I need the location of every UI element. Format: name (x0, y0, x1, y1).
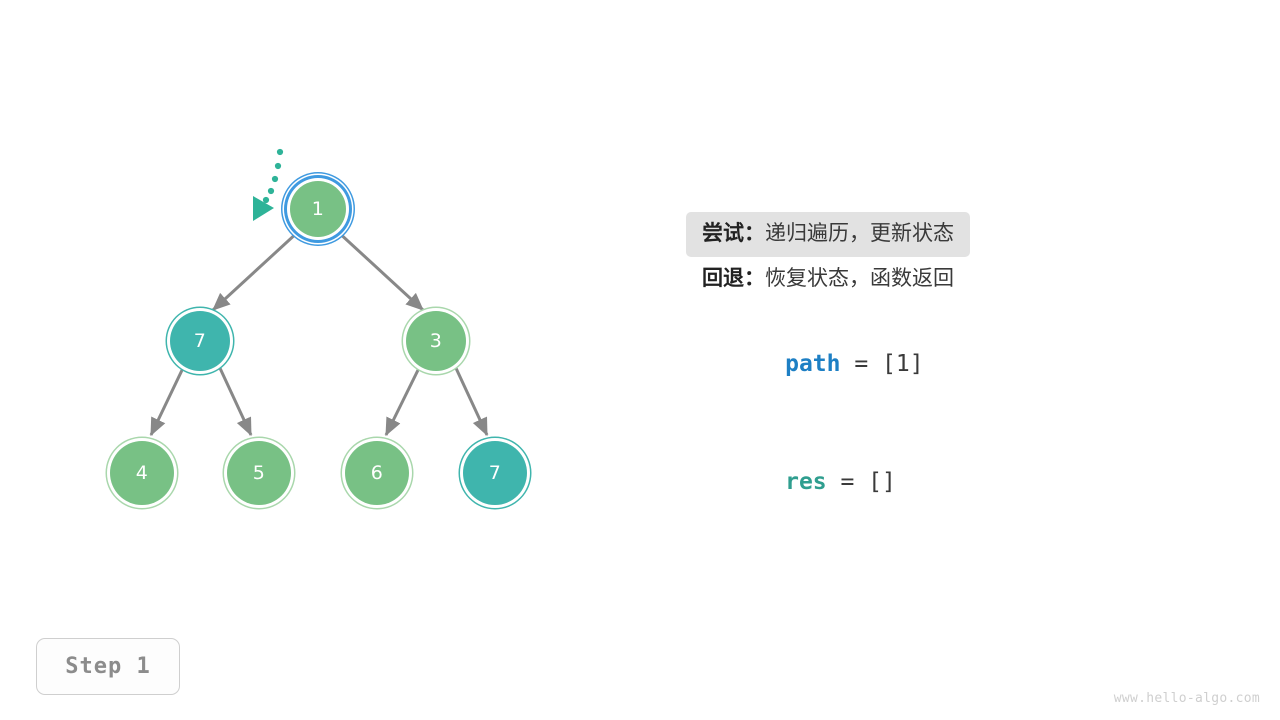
tree-node-label: 7 (488, 462, 502, 484)
watermark-text: www.hello-algo.com (1113, 691, 1260, 706)
tree-node-3[interactable]: 3 (406, 311, 466, 371)
tree-node-4[interactable]: 4 (110, 441, 174, 505)
edge-3-to-7right (453, 365, 489, 437)
tree-edges (149, 148, 489, 437)
edge-1-to-7left (211, 229, 301, 312)
back-line: 回退：恢复状态，函数返回 (686, 257, 970, 302)
edge-3-to-6 (384, 365, 422, 437)
tree-node-label: 7 (193, 330, 207, 352)
back-text: 恢复状态，函数返回 (765, 266, 954, 290)
path-value: = [1] (840, 351, 924, 377)
path-variable: path (785, 351, 841, 377)
tree-node-label: 6 (370, 462, 384, 484)
tree-node-label: 4 (135, 462, 149, 484)
step-label: Step 1 (65, 654, 151, 679)
step-badge: Step 1 (36, 638, 180, 695)
res-value: = [] (826, 469, 896, 495)
watermark: www.hello-algo.com (1114, 691, 1260, 706)
try-line: 尝试：递归遍历，更新状态 (686, 212, 970, 257)
tree-node-label: 1 (311, 198, 325, 220)
path-state-line: path = [1] (702, 330, 924, 399)
tree-node-label: 3 (429, 330, 443, 352)
back-line-row: 回退：恢复状态，函数返回 (686, 257, 1246, 302)
tree-node-label: 5 (252, 462, 266, 484)
res-variable: res (785, 469, 827, 495)
back-label: 回退： (702, 266, 765, 290)
edge-1-to-3 (335, 229, 425, 312)
tree-node-7-left[interactable]: 7 (170, 311, 230, 371)
tree-node-6[interactable]: 6 (345, 441, 409, 505)
res-state-line: res = [] (702, 448, 896, 517)
try-line-row: 尝试：递归遍历，更新状态 (686, 212, 1246, 257)
info-panel: 尝试：递归遍历，更新状态 回退：恢复状态，函数返回 path = [1] res… (686, 212, 1246, 494)
tree-node-5[interactable]: 5 (227, 441, 291, 505)
try-text: 递归遍历，更新状态 (765, 221, 954, 245)
edge-7left-to-4 (149, 365, 186, 437)
tree-node-1[interactable]: 1 (290, 181, 346, 237)
recursion-pointer-icon (253, 148, 284, 221)
try-label: 尝试： (702, 221, 765, 245)
edge-7left-to-5 (217, 365, 253, 437)
tree-node-7-right[interactable]: 7 (463, 441, 527, 505)
binary-tree-diagram: 1 7 3 4 5 6 7 (110, 148, 527, 505)
